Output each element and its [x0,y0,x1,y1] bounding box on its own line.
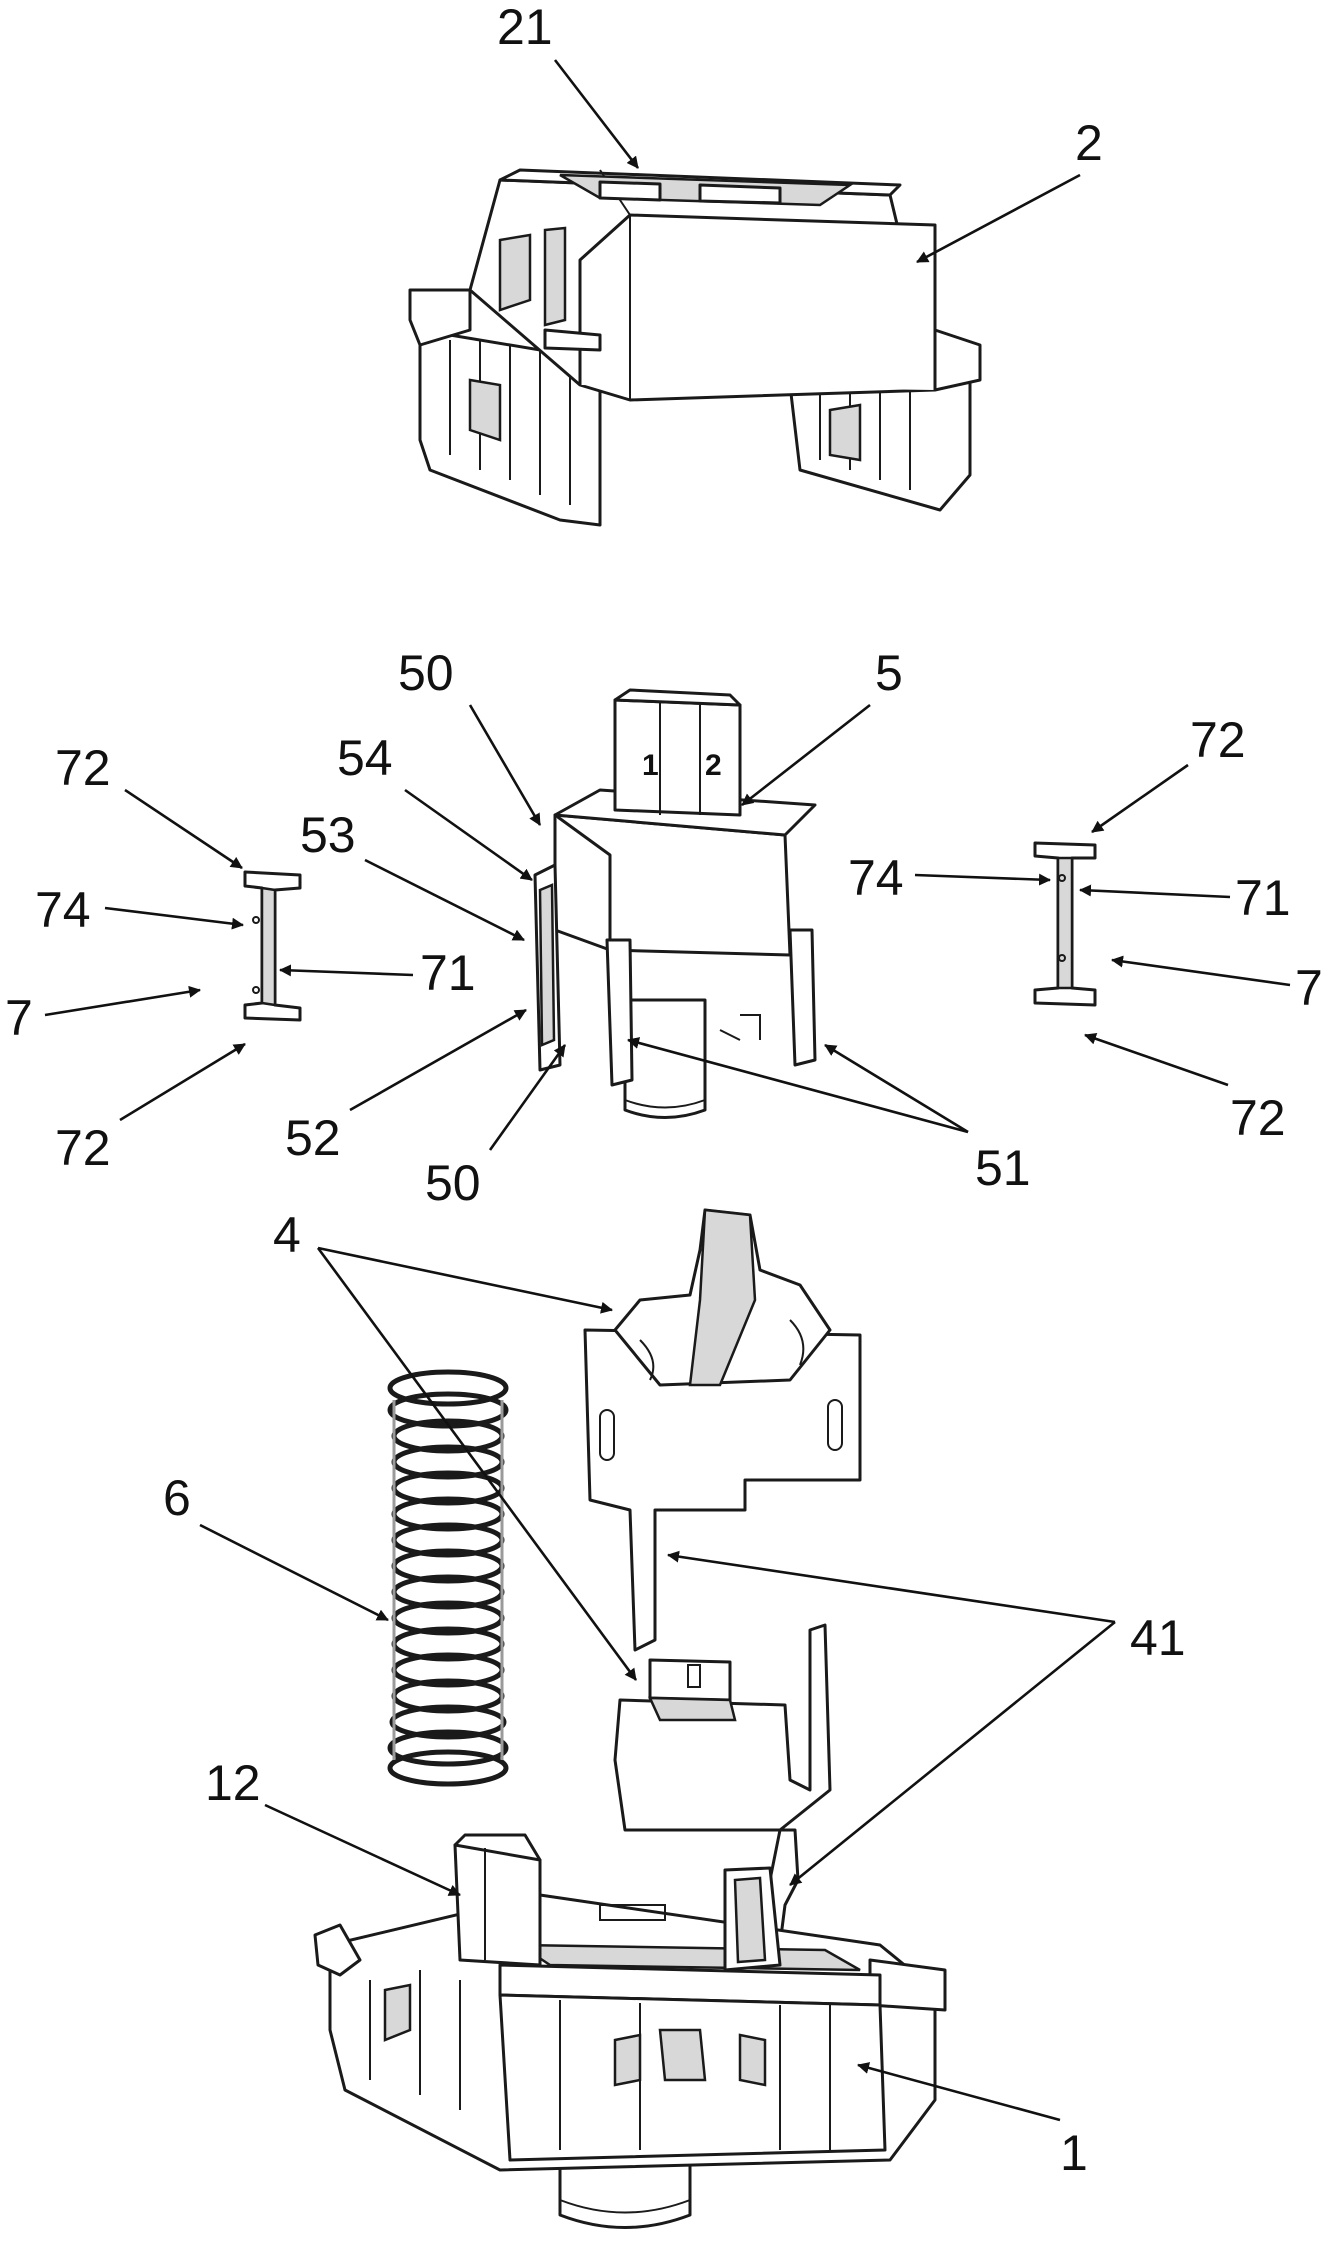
spring [390,1372,506,1784]
label-5: 5 [875,645,903,701]
label-72-right-top: 72 [1190,712,1246,768]
leader-50b [490,1045,565,1150]
leader-4a [318,1248,612,1310]
label-74-left: 74 [35,882,91,938]
leader-72a [125,790,242,868]
leader-71a [280,970,413,975]
label-52: 52 [285,1110,341,1166]
leader-41b [790,1622,1115,1885]
label-74-right: 74 [848,850,904,906]
leader-5 [742,705,870,805]
slider-right [1035,843,1095,1005]
stem-mark-2: 2 [705,749,722,782]
label-12: 12 [205,1755,261,1811]
leader-52 [350,1010,526,1110]
leader-74a [105,908,243,925]
label-7-left: 7 [5,990,33,1046]
leader-74b [915,875,1050,880]
leader-12 [265,1805,460,1895]
leader-51b [825,1045,968,1132]
label-21: 21 [497,0,553,55]
leader-54 [405,790,532,880]
label-72-right-bottom: 72 [1230,1090,1286,1146]
label-71-right: 71 [1235,870,1291,926]
leader-53 [365,860,524,940]
leader-2 [917,175,1080,262]
slider-left [245,872,300,1020]
label-4: 4 [273,1207,301,1263]
label-72-left-bottom: 72 [55,1120,111,1176]
label-2: 2 [1075,115,1103,171]
label-71-left: 71 [420,945,476,1001]
label-1: 1 [1060,2125,1088,2181]
label-53: 53 [300,807,356,863]
leader-72d [1085,1035,1228,1085]
base-housing [315,1835,945,2228]
label-6: 6 [163,1470,191,1526]
label-50-top: 50 [398,645,454,701]
leader-50a [470,705,540,825]
leader-71b [1080,890,1230,897]
leader-21 [555,60,638,168]
contact-leaf-upper [585,1210,860,1650]
label-72-left-top: 72 [55,740,111,796]
leader-6 [200,1525,388,1620]
upper-housing [410,170,980,525]
label-50-bottom: 50 [425,1155,481,1211]
leader-72b [120,1044,245,1120]
label-7-right: 7 [1295,960,1323,1016]
label-54: 54 [337,730,393,786]
label-41: 41 [1130,1610,1186,1666]
stem-mark-1: 1 [642,749,659,782]
label-51: 51 [975,1140,1031,1196]
leader-7a [45,990,200,1015]
leader-7b [1112,960,1290,985]
leader-41a [668,1555,1115,1622]
leader-72c [1092,765,1188,832]
